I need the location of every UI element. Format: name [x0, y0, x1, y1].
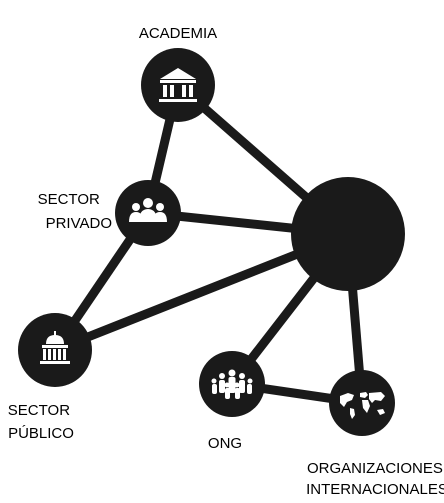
organizaciones-label-line-2: INTERNACIONALES	[306, 481, 444, 498]
hub-node	[291, 177, 405, 291]
capitol-building-icon	[40, 331, 70, 364]
organizaciones-label-line-1: ORGANIZACIONES	[307, 460, 443, 477]
sector-privado-label: SECTOR PRIVADO	[38, 191, 112, 232]
academia-label: ACADEMIA	[139, 25, 217, 42]
people-group-icon	[211, 369, 253, 399]
academia-label-line-1: ACADEMIA	[139, 25, 217, 42]
world-map-icon	[340, 392, 385, 419]
organizaciones-circle	[329, 370, 395, 436]
business-people-icon	[129, 198, 167, 222]
sector-privado-label-line-2: PRIVADO	[46, 215, 112, 232]
ong-label: ONG	[208, 435, 242, 452]
academic-building-icon	[159, 68, 197, 102]
node-ong: ONG	[199, 351, 265, 452]
organizaciones-label: ORGANIZACIONES INTERNACIONALES	[306, 460, 444, 498]
node-sector-privado: SECTOR PRIVADO	[38, 180, 181, 246]
sector-publico-label-line-2: PÚBLICO	[8, 425, 74, 442]
node-academia: ACADEMIA	[139, 25, 217, 122]
node-sector-publico: SECTOR PÚBLICO	[8, 313, 92, 442]
ong-label-line-1: ONG	[208, 435, 242, 452]
academia-circle	[141, 48, 215, 122]
sector-publico-label-line-1: SECTOR	[8, 402, 70, 419]
node-organizaciones-internacionales: ORGANIZACIONES INTERNACIONALES	[306, 370, 444, 498]
sector-publico-label: SECTOR PÚBLICO	[8, 402, 74, 442]
sector-privado-label-line-1: SECTOR	[38, 191, 100, 208]
